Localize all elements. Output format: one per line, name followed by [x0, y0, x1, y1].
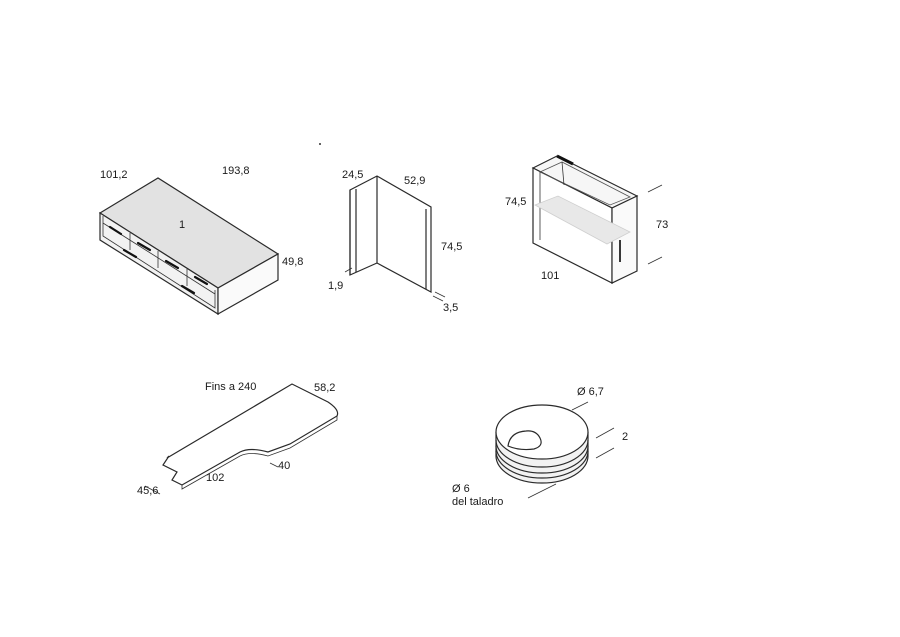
drawer-handle	[108, 225, 123, 236]
desk-width-label: 193,8	[222, 165, 250, 177]
cabinet-top-rail	[556, 154, 574, 166]
desk-depth-label: 101,2	[100, 169, 128, 181]
panel-height-label: 74,5	[441, 241, 462, 253]
tick-mark	[434, 291, 446, 298]
panel-depth-label: 24,5	[342, 169, 363, 181]
panel-outline	[349, 175, 432, 294]
tick-mark	[595, 447, 615, 459]
desk-marker-label: 1	[179, 219, 185, 231]
cabinet-height-label: 73	[656, 219, 668, 231]
worktop-return-depth-label: 40	[278, 460, 290, 472]
drawer-handle	[136, 241, 152, 252]
worktop-depth-label: 58,2	[314, 382, 335, 394]
drawer-handle	[164, 259, 180, 270]
grommet-drill-label: del taladro	[452, 496, 503, 508]
grommet-ring	[495, 439, 589, 468]
grommet-drawing: Ø 6,7 2 Ø 6 del taladro	[452, 386, 628, 508]
worktop-outline	[162, 383, 339, 486]
worktop-drawing: Fins a 240 58,2 40 102 45,6	[137, 381, 339, 497]
worktop-length-note: Fins a 240	[205, 381, 256, 393]
tick-mark	[571, 401, 589, 411]
drawer-handle	[193, 275, 209, 286]
worktop-end-depth-label: 45,6	[137, 485, 158, 497]
grommet-ring	[495, 445, 589, 474]
tick-mark	[432, 295, 444, 302]
cabinet-depth-label: 74,5	[505, 196, 526, 208]
tick-mark	[527, 483, 557, 499]
drawer-frame	[102, 216, 216, 309]
desk-drawing: 101,2 193,8 49,8 1	[98, 165, 303, 316]
tick-mark	[269, 462, 279, 468]
desk-height-label: 49,8	[282, 256, 303, 268]
cabinet-width-label: 101	[541, 270, 559, 282]
worktop-thickness	[181, 416, 338, 490]
tick-mark	[647, 184, 663, 193]
desk-side-face	[217, 252, 279, 316]
corner-panel-drawing: 24,5 52,9 74,5 1,9 3,5	[328, 169, 462, 314]
grommet-cap	[495, 404, 589, 460]
grommet-drill-diameter-label: Ø 6	[452, 483, 470, 495]
worktop-return-length-label: 102	[206, 472, 224, 484]
cabinet-inner-edge	[561, 161, 565, 186]
cabinet-shelf	[534, 195, 631, 245]
grommet-diameter-label: Ø 6,7	[577, 386, 604, 398]
cabinet-drawing: 74,5 101 73	[505, 154, 668, 284]
tick-mark	[647, 256, 663, 265]
drawer-handle	[180, 284, 196, 295]
grommet-ring	[495, 450, 589, 479]
tick-mark	[344, 267, 353, 273]
stray-dot	[319, 143, 321, 145]
panel-width-label: 52,9	[404, 175, 425, 187]
panel-thickness-left-label: 1,9	[328, 280, 343, 292]
grommet-cable-slot	[507, 430, 542, 451]
panel-thickness-right-label: 3,5	[443, 302, 458, 314]
cabinet-top-opening	[539, 161, 631, 206]
drawer-handle	[122, 248, 138, 259]
tick-mark	[595, 427, 615, 439]
tick-mark	[144, 485, 161, 495]
cabinet-side	[611, 195, 638, 284]
grommet-height-label: 2	[622, 431, 628, 443]
